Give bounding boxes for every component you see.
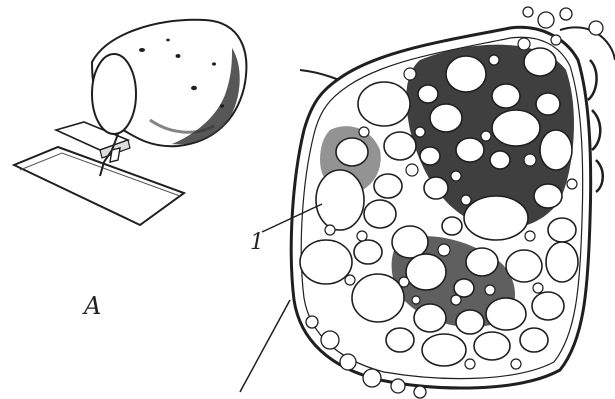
panel-a-label: A [84, 292, 101, 320]
potato-cut-face [92, 54, 136, 134]
panel-a-potato-slide [14, 20, 246, 225]
plant-cell-starch-grains [240, 7, 615, 398]
callout-1-label: 1 [250, 230, 264, 255]
glass-slide [14, 147, 184, 225]
